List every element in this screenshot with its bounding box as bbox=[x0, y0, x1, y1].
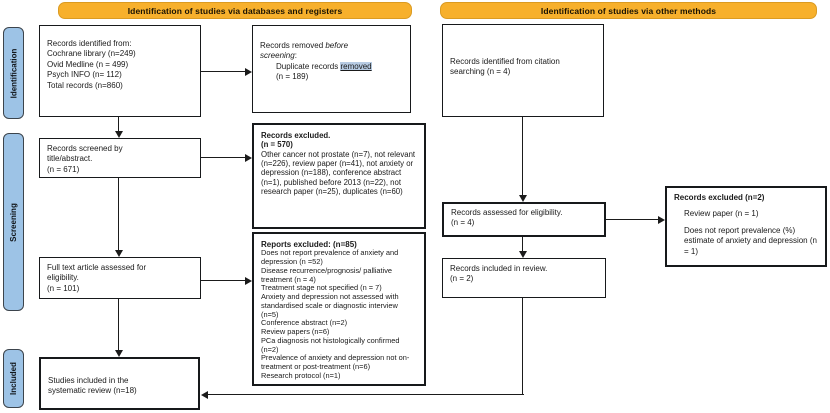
arrow-assessed-to-review-line bbox=[522, 237, 524, 251]
sidebar-tab-screening: Screening bbox=[3, 133, 24, 311]
reports-excluded-item: Treatment stage not specified (n = 7) bbox=[261, 283, 382, 293]
sidebar-tab-identification: Identification bbox=[3, 27, 24, 119]
banner-other-label: Identification of studies via other meth… bbox=[540, 5, 717, 16]
studies-included-line: Studies included in the bbox=[48, 376, 129, 385]
arrow-citation-to-assessed-line bbox=[522, 117, 524, 195]
records-identified-line: Records identified from: bbox=[47, 39, 132, 48]
sidebar-tab-included-label: Included bbox=[9, 362, 19, 395]
reports-excluded-item: Anxiety and depression not assessed with… bbox=[261, 292, 399, 319]
box-reports-excluded: Reports excluded: (n=85) Does not report… bbox=[252, 232, 426, 386]
arrow-fulltext-to-included-line bbox=[118, 299, 120, 350]
records-removed-colon: : bbox=[294, 51, 297, 61]
connector-review-to-studies-line bbox=[208, 394, 524, 396]
reports-excluded-item: Prevalence of anxiety and depression not… bbox=[261, 353, 410, 371]
arrow-screened-to-fulltext-line bbox=[118, 178, 120, 250]
full-text-line: Full text article assessed for bbox=[47, 263, 147, 272]
box-citation-searching: Records identified from citation searchi… bbox=[442, 24, 604, 117]
records-screened-line: title/abstract. bbox=[47, 154, 93, 164]
duplicate-records-line: Duplicate records removed bbox=[276, 61, 403, 72]
records-removed-italic: before screening bbox=[260, 41, 349, 61]
reports-excluded-item: Does not report prevalence of anxiety an… bbox=[261, 248, 399, 267]
records-included-review-line: Records included in review. bbox=[450, 264, 548, 273]
citation-searching-line: Records identified from citation bbox=[450, 57, 560, 66]
arrow-identified-to-screened-line bbox=[118, 117, 120, 131]
full-text-line: (n = 101) bbox=[47, 283, 80, 293]
records-identified-line: Cochrane library (n=249) bbox=[47, 49, 136, 59]
banner-other-methods: Identification of studies via other meth… bbox=[440, 2, 817, 19]
records-excluded-2-title: Records excluded (n=2) bbox=[674, 193, 765, 202]
arrow-identified-to-removed-line bbox=[201, 71, 245, 73]
arrow-fulltext-to-reports-line bbox=[201, 280, 245, 282]
records-excluded-2-item: Review paper (n = 1) bbox=[684, 209, 759, 219]
arrow-citation-to-assessed-head bbox=[519, 195, 527, 202]
banner-databases-label: Identification of studies via databases … bbox=[127, 5, 343, 16]
box-records-excluded-2: Records excluded (n=2) Review paper (n =… bbox=[665, 186, 827, 267]
reports-excluded-title: Reports excluded: (n=85) bbox=[261, 240, 357, 249]
box-records-identified: Records identified from: Cochrane librar… bbox=[39, 25, 201, 117]
sidebar-tab-included: Included bbox=[3, 349, 24, 408]
arrow-assessed-to-excluded2-head bbox=[658, 216, 665, 224]
reports-excluded-item: Review papers (n=6) bbox=[261, 327, 330, 337]
arrow-assessed-to-excluded2-line bbox=[606, 219, 658, 221]
banner-databases-registers: Identification of studies via databases … bbox=[58, 2, 412, 19]
citation-searching-line: searching (n = 4) bbox=[450, 67, 511, 77]
arrow-screened-to-fulltext-head bbox=[115, 250, 123, 257]
records-identified-line: Total records (n=860) bbox=[47, 80, 123, 90]
records-excluded-570-count: (n = 570) bbox=[261, 140, 293, 150]
records-assessed-line: (n = 4) bbox=[451, 218, 475, 228]
arrow-identified-to-screened-head bbox=[115, 131, 123, 138]
duplicate-records-count: (n = 189) bbox=[276, 72, 309, 82]
records-removed-prefix: Records removed bbox=[260, 41, 326, 50]
duplicate-records-underlined: removed bbox=[340, 61, 372, 71]
arrow-fulltext-to-included-head bbox=[115, 350, 123, 357]
arrow-screened-to-excluded-head bbox=[245, 154, 252, 162]
records-identified-line: Ovid Medline (n = 499) bbox=[47, 59, 129, 69]
records-screened-line: Records screened by bbox=[47, 144, 123, 153]
reports-excluded-item: PCa diagnosis not histologically confirm… bbox=[261, 335, 400, 354]
records-excluded-570-title: Records excluded. bbox=[261, 131, 331, 140]
box-studies-included: Studies included in the systematic revie… bbox=[39, 357, 200, 410]
full-text-line: eligibility. bbox=[47, 273, 79, 283]
arrow-identified-to-removed-head bbox=[245, 68, 252, 76]
box-records-included-review: Records included in review. (n = 2) bbox=[442, 258, 606, 298]
box-records-removed: Records removed before screening: Duplic… bbox=[252, 25, 411, 113]
arrow-assessed-to-review-head bbox=[519, 251, 527, 258]
connector-review-down-line bbox=[522, 298, 524, 395]
records-identified-line: Psych INFO (n= 112) bbox=[47, 70, 122, 80]
records-removed-heading: Records removed before screening: bbox=[260, 41, 386, 62]
reports-excluded-item: Disease recurrence/prognosis/ palliative… bbox=[261, 265, 393, 284]
records-included-review-line: (n = 2) bbox=[450, 274, 474, 284]
box-records-assessed: Records assessed for eligibility. (n = 4… bbox=[442, 202, 606, 237]
records-screened-line: (n = 671) bbox=[47, 164, 80, 174]
records-excluded-570-body: Other cancer not prostate (n=7), not rel… bbox=[261, 149, 416, 197]
sidebar-tab-screening-label: Screening bbox=[9, 202, 18, 242]
duplicate-records-prefix: Duplicate records bbox=[276, 61, 341, 71]
box-records-excluded-570: Records excluded. (n = 570) Other cancer… bbox=[252, 123, 426, 229]
reports-excluded-item: Research protocol (n=1) bbox=[261, 370, 341, 380]
records-excluded-2-item: Does not report prevalence (%) estimate … bbox=[684, 225, 817, 256]
arrow-fulltext-to-reports-head bbox=[245, 277, 252, 285]
records-assessed-line: Records assessed for eligibility. bbox=[451, 208, 563, 217]
arrow-review-to-studies-head bbox=[201, 391, 208, 399]
box-full-text-assessed: Full text article assessed for eligibili… bbox=[39, 257, 201, 299]
reports-excluded-item: Conference abstract (n=2) bbox=[261, 318, 348, 328]
box-records-screened: Records screened by title/abstract. (n =… bbox=[39, 138, 201, 178]
arrow-screened-to-excluded-line bbox=[201, 157, 245, 159]
sidebar-tab-identification-label: Identification bbox=[9, 48, 18, 98]
studies-included-line: systematic review (n=18) bbox=[48, 386, 137, 396]
